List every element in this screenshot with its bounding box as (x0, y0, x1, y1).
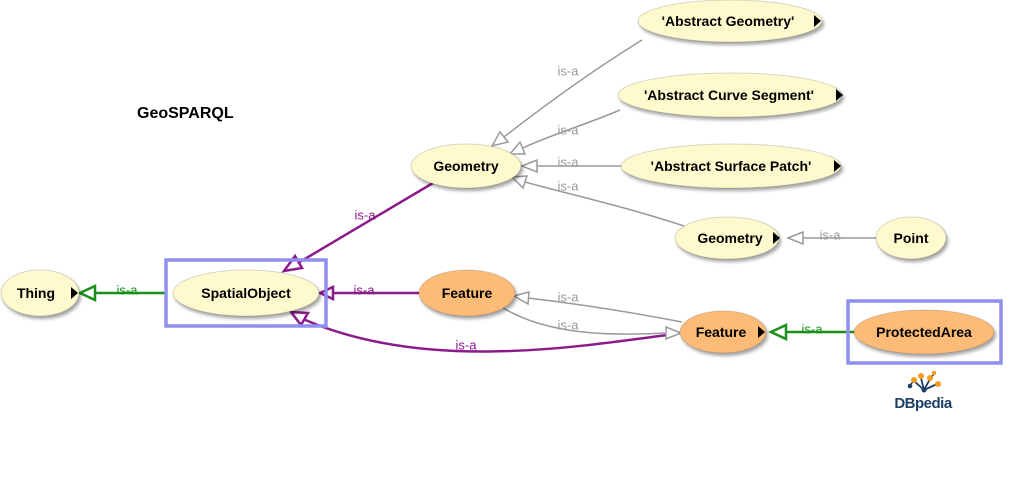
edge-dbpedia-feature-spatialobject[interactable]: is-a (288, 310, 682, 353)
graph-title: GeoSPARQL (137, 105, 234, 122)
node-geometry-secondary[interactable]: Geometry (674, 216, 780, 260)
node-geometry-geosparql[interactable]: Geometry (410, 143, 522, 189)
edge-geometry-spatialobject[interactable]: is-a (281, 181, 434, 273)
expand-arrow-icon[interactable] (773, 232, 780, 244)
edge-label: is-a (355, 208, 377, 223)
node-protectedarea[interactable]: ProtectedArea (853, 309, 995, 355)
expand-arrow-icon[interactable] (758, 326, 765, 338)
node-label: Point (894, 230, 929, 246)
edge-feature-spatialobject[interactable]: is-a (317, 283, 420, 301)
node-label: Feature (442, 285, 493, 301)
node-spatialobject[interactable]: SpatialObject (172, 269, 320, 317)
edge-dbpedia-feature-feature[interactable]: is-a (512, 290, 683, 323)
node-label: ProtectedArea (876, 324, 972, 340)
node-feature-dbpedia[interactable]: Feature (679, 310, 767, 354)
expand-arrow-icon[interactable] (834, 160, 841, 172)
node-thing[interactable]: Thing (0, 269, 80, 317)
node-label: Feature (696, 324, 747, 340)
highlight-box-protectedarea (846, 299, 1003, 365)
node-label: 'Abstract Geometry' (662, 13, 795, 29)
edge-label: is-a (820, 228, 842, 243)
edge-abstract-surface-geometry[interactable]: is-a (519, 155, 622, 174)
expand-arrow-icon[interactable] (71, 287, 78, 299)
edge-label: is-a (558, 123, 580, 138)
node-label: 'Abstract Curve Segment' (644, 87, 814, 103)
highlight-box-spatialobject (164, 258, 328, 328)
node-abstract-surface-patch[interactable]: 'Abstract Surface Patch' (620, 143, 842, 189)
edge-label: is-a (558, 290, 580, 305)
edge-label: is-a (117, 283, 139, 298)
node-label: Geometry (697, 230, 763, 246)
dbpedia-logo: DBpedia (894, 370, 953, 412)
edge-label: is-a (456, 338, 478, 353)
node-label: Geometry (433, 158, 499, 174)
edge-feature-dbpedia-feature[interactable]: is-a (499, 305, 684, 341)
edge-geometry2-geometry[interactable]: is-a (510, 175, 685, 227)
node-label: 'Abstract Surface Patch' (651, 158, 812, 174)
node-feature-geosparql[interactable]: Feature (418, 269, 516, 317)
edge-abstract-geometry-geometry[interactable]: is-a (490, 39, 643, 148)
edge-label: is-a (558, 64, 580, 79)
edge-label: is-a (354, 283, 376, 298)
expand-arrow-icon[interactable] (836, 89, 843, 101)
node-label: Thing (17, 285, 55, 301)
node-label: SpatialObject (201, 285, 291, 301)
node-abstract-geometry[interactable]: 'Abstract Geometry' (637, 0, 823, 43)
dbpedia-logo-text: DBpedia (894, 395, 953, 412)
edge-label: is-a (558, 179, 580, 194)
expand-arrow-icon[interactable] (814, 15, 821, 27)
edge-protectedarea-feature[interactable]: is-a (768, 322, 856, 341)
edge-label: is-a (558, 318, 580, 333)
edges-layer: is-a is-a is-a is-a is-a is-a (77, 39, 877, 353)
node-abstract-curve-segment[interactable]: 'Abstract Curve Segment' (617, 72, 843, 118)
edge-point-geometry2[interactable]: is-a (785, 228, 877, 246)
node-point[interactable]: Point (875, 216, 947, 260)
edge-label: is-a (558, 155, 580, 170)
edge-abstract-curve-geometry[interactable]: is-a (508, 109, 621, 155)
nodes-layer: Thing SpatialObject Geometry Feature 'Ab… (0, 0, 995, 355)
edge-label: is-a (802, 322, 824, 337)
edge-spatialobject-thing[interactable]: is-a (77, 283, 166, 302)
dbpedia-logo-icon (907, 370, 941, 393)
